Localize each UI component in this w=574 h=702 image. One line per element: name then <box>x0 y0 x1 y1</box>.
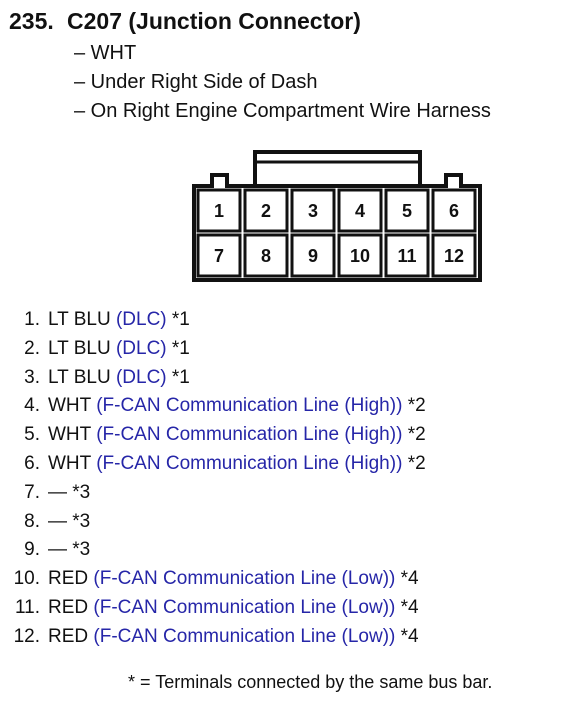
connector-lock-tab <box>253 150 422 186</box>
cavity-7 <box>196 233 242 278</box>
cavity-1 <box>196 188 242 233</box>
terminal-list: 1.LT BLU (DLC) *1 2.LT BLU (DLC) *1 3.LT… <box>8 306 426 652</box>
cavity-5 <box>384 188 430 233</box>
cavity-label-2: 2 <box>261 201 271 221</box>
connector-diagram: 1 2 3 4 5 6 7 8 9 10 11 12 <box>192 150 482 282</box>
cavity-label-4: 4 <box>355 201 365 221</box>
terminal-row: 4.WHT (F-CAN Communication Line (High)) … <box>24 395 426 417</box>
terminal-row: 5.WHT (F-CAN Communication Line (High)) … <box>24 424 426 446</box>
cavity-label-11: 11 <box>397 246 416 266</box>
terminal-row: 1.LT BLU (DLC) *1 <box>24 309 190 330</box>
cavity-3 <box>290 188 336 233</box>
connector-location: – Under Right Side of Dash <box>74 71 318 93</box>
terminal-row: 7.— *3 <box>24 481 91 503</box>
cavity-label-8: 8 <box>261 246 271 266</box>
cavity-label-10: 10 <box>350 246 370 266</box>
connector-number: 235. <box>9 8 54 34</box>
connector-housing <box>192 173 482 282</box>
cavity-label-3: 3 <box>308 201 318 221</box>
cavity-11 <box>384 233 430 278</box>
terminal-row: 2.LT BLU (DLC) *1 <box>24 337 190 359</box>
connector-color: – WHT <box>74 42 137 64</box>
terminal-row: 10.RED (F-CAN Communication Line (Low)) … <box>13 568 419 590</box>
terminal-row: 9.— *3 <box>24 539 91 561</box>
terminal-row: 3.LT BLU (DLC) *1 <box>24 366 190 388</box>
terminal-row: 6.WHT (F-CAN Communication Line (High)) … <box>24 452 426 474</box>
page-title: 235. C207 (Junction Connector) <box>9 8 361 35</box>
cavity-label-7: 7 <box>214 246 224 266</box>
cavity-label-5: 5 <box>402 201 412 221</box>
cavity-label-6: 6 <box>449 201 459 221</box>
terminal-row: 12.RED (F-CAN Communication Line (Low)) … <box>13 625 419 647</box>
cavity-2 <box>243 188 289 233</box>
cavity-10 <box>337 233 383 278</box>
terminal-row: 8.— *3 <box>24 510 91 532</box>
cavity-8 <box>243 233 289 278</box>
cavity-label-1: 1 <box>214 201 224 221</box>
cavity-9 <box>290 233 336 278</box>
footnote: * = Terminals connected by the same bus … <box>128 672 493 692</box>
cavity-4 <box>337 188 383 233</box>
cavity-label-12: 12 <box>444 246 464 266</box>
cavity-6 <box>431 188 477 233</box>
connector-name: C207 (Junction Connector) <box>67 8 361 34</box>
cavity-12 <box>431 233 477 278</box>
cavity-label-9: 9 <box>308 246 318 266</box>
terminal-row: 11.RED (F-CAN Communication Line (Low)) … <box>14 596 419 618</box>
connector-harness: – On Right Engine Compartment Wire Harne… <box>74 100 491 122</box>
